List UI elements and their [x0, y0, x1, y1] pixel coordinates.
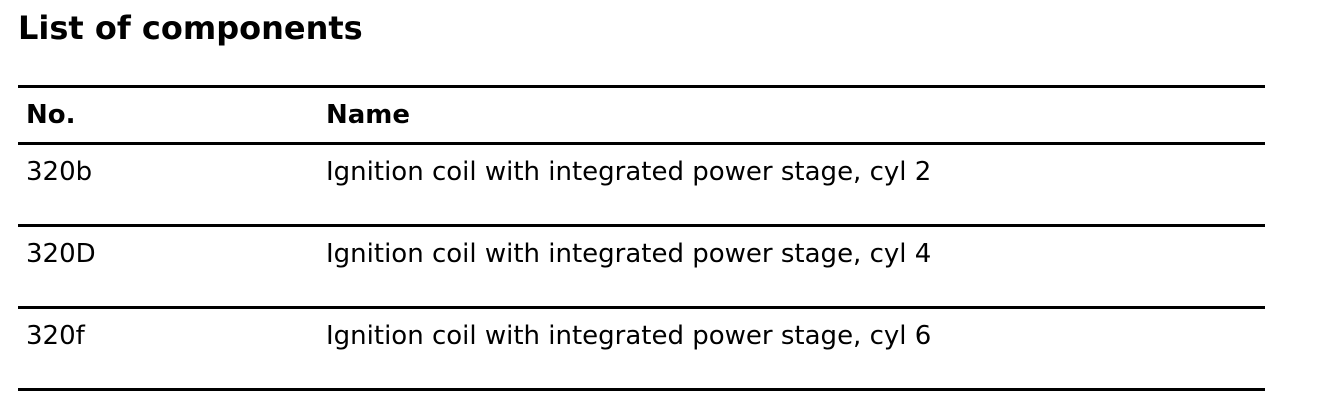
component-name: Ignition coil with integrated power stag… [326, 157, 932, 187]
column-header-no: No. [26, 100, 76, 130]
component-name: Ignition coil with integrated power stag… [326, 321, 932, 351]
table-header-row: No. Name [18, 86, 1265, 144]
column-header-name: Name [326, 100, 411, 130]
component-name: Ignition coil with integrated power stag… [326, 239, 932, 269]
table-row: 320D Ignition coil with integrated power… [18, 226, 1265, 308]
components-table: No. Name 320b Ignition coil with integra… [18, 85, 1265, 391]
component-number: 320f [26, 321, 85, 351]
table-row: 320f Ignition coil with integrated power… [18, 308, 1265, 390]
table-row: 320b Ignition coil with integrated power… [18, 144, 1265, 226]
component-number: 320D [26, 239, 96, 269]
page-title: List of components [18, 9, 363, 47]
component-number: 320b [26, 157, 93, 187]
